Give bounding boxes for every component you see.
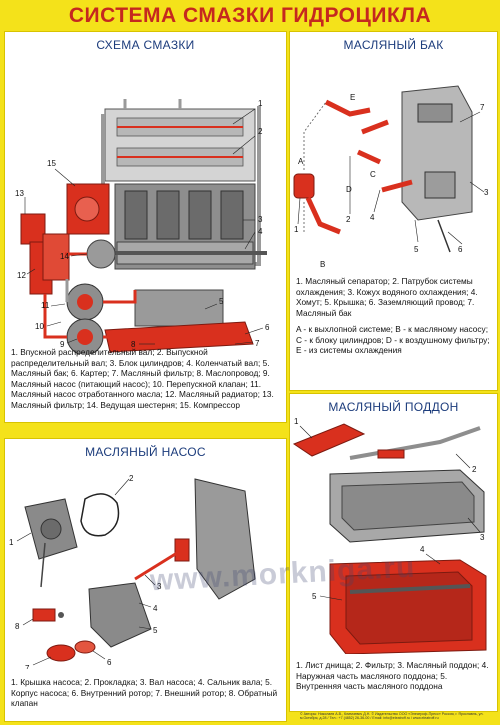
scheme-label-7: 7 bbox=[255, 339, 260, 348]
tank-label-5: 5 bbox=[414, 245, 419, 254]
scheme-label-4: 4 bbox=[258, 227, 263, 236]
lubrication-scheme-diagram: 1 2 3 4 5 6 7 8 9 10 11 12 13 14 15 bbox=[15, 99, 270, 354]
tank-title: МАСЛЯНЫЙ БАК bbox=[343, 38, 444, 52]
page-title: СИСТЕМА СМАЗКИ ГИДРОЦИКЛА bbox=[68, 4, 432, 27]
pump-caption: 1. Крышка насоса; 2. Прокладка; 3. Вал н… bbox=[11, 677, 278, 709]
scheme-panel: СХЕМА СМАЗКИ bbox=[4, 31, 287, 423]
tank-panel: МАСЛЯНЫЙ БАК 7 3 6 5 4 2 1 bbox=[289, 31, 498, 391]
tank-label-D: D bbox=[346, 185, 352, 194]
tank-label-2: 2 bbox=[346, 215, 351, 224]
tank-label-C: C bbox=[370, 170, 376, 179]
scheme-label-14: 14 bbox=[60, 252, 69, 261]
tank-caption-parts: 1. Масляный сепаратор; 2. Патрубок систе… bbox=[296, 276, 478, 318]
pump-label-5: 5 bbox=[153, 626, 158, 635]
pan-caption: 1. Лист днища; 2. Фильтр; 3. Масляный по… bbox=[296, 660, 489, 692]
pump-label-4: 4 bbox=[153, 604, 158, 613]
pump-label-2: 2 bbox=[129, 474, 134, 483]
tank-caption-directions: A - к выхлопной системе; B - к масляному… bbox=[296, 324, 490, 356]
pan-label-2: 2 bbox=[472, 465, 477, 474]
scheme-label-11: 11 bbox=[41, 301, 50, 310]
tank-label-4: 4 bbox=[370, 213, 375, 222]
scheme-title: СХЕМА СМАЗКИ bbox=[96, 38, 195, 52]
pump-title: МАСЛЯНЫЙ НАСОС bbox=[85, 445, 206, 459]
scheme-label-8: 8 bbox=[131, 340, 136, 349]
tank-label-3: 3 bbox=[484, 188, 489, 197]
scheme-label-5: 5 bbox=[219, 297, 224, 306]
oil-pump-diagram: 1 2 3 4 5 6 7 8 bbox=[9, 474, 256, 669]
tank-label-6: 6 bbox=[458, 245, 463, 254]
pan-panel: МАСЛЯНЫЙ ПОДДОН 1 2 3 4 5 1. Лист днища;… bbox=[289, 393, 498, 712]
pan-title: МАСЛЯНЫЙ ПОДДОН bbox=[328, 400, 459, 414]
tank-label-A: A bbox=[298, 157, 304, 166]
pump-label-3: 3 bbox=[157, 582, 162, 591]
pan-label-5: 5 bbox=[312, 592, 317, 601]
scheme-label-3: 3 bbox=[258, 215, 263, 224]
scheme-label-15: 15 bbox=[47, 159, 56, 168]
tank-label-B: B bbox=[320, 260, 325, 269]
oil-pan-diagram: 1 2 3 4 5 bbox=[292, 417, 487, 654]
scheme-caption: 1. Впускной распределительный вал; 2. Вы… bbox=[11, 347, 274, 410]
scheme-label-12: 12 bbox=[17, 271, 26, 280]
pump-label-6: 6 bbox=[107, 658, 112, 667]
pan-label-4: 4 bbox=[420, 545, 425, 554]
tank-label-E: E bbox=[350, 93, 355, 102]
pump-label-7: 7 bbox=[25, 664, 30, 669]
tank-label-1: 1 bbox=[294, 225, 299, 234]
pump-label-1: 1 bbox=[9, 538, 14, 547]
scheme-label-6: 6 bbox=[265, 323, 270, 332]
oil-tank-diagram: 7 3 6 5 4 2 1 A B C D E bbox=[293, 85, 489, 269]
pump-panel: МАСЛЯНЫЙ НАСОС 1 2 3 bbox=[4, 438, 287, 722]
scheme-label-10: 10 bbox=[35, 322, 44, 331]
scheme-label-1: 1 bbox=[258, 99, 263, 108]
pan-label-3: 3 bbox=[480, 533, 485, 542]
pan-label-1: 1 bbox=[294, 417, 299, 426]
scheme-label-13: 13 bbox=[15, 189, 24, 198]
scheme-label-2: 2 bbox=[258, 127, 263, 136]
pump-label-8: 8 bbox=[15, 622, 20, 631]
tank-label-7: 7 bbox=[480, 103, 485, 112]
scheme-label-9: 9 bbox=[60, 340, 65, 349]
footer-credits: © Авторы: Николаев А.В., Климчевич Д.Н. … bbox=[300, 712, 484, 721]
